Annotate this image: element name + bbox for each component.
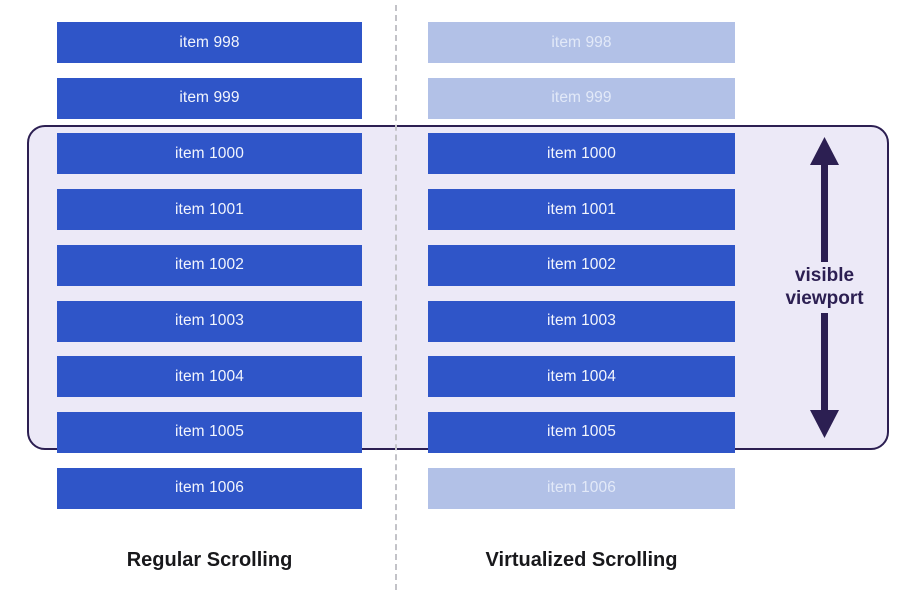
list-item[interactable]: item 1005 bbox=[57, 411, 362, 453]
list-item[interactable]: item 1003 bbox=[428, 300, 735, 342]
visible-viewport-label-line2: viewport bbox=[785, 287, 864, 309]
column-divider bbox=[395, 5, 397, 590]
list-item[interactable]: item 1002 bbox=[57, 244, 362, 286]
list-item[interactable]: item 1005 bbox=[428, 411, 735, 453]
regular-scrolling-caption: Regular Scrolling bbox=[126, 549, 293, 571]
list-item[interactable]: item 1006 bbox=[57, 467, 362, 509]
list-item[interactable]: item 1006 bbox=[428, 467, 735, 509]
list-item[interactable]: item 1004 bbox=[57, 356, 362, 398]
list-item[interactable]: item 999 bbox=[428, 77, 735, 119]
visible-viewport-annotation: visible viewport bbox=[760, 125, 889, 450]
list-item[interactable]: item 1003 bbox=[57, 300, 362, 342]
list-item[interactable]: item 1004 bbox=[428, 356, 735, 398]
visible-viewport-label: visible viewport bbox=[779, 262, 870, 313]
list-item[interactable]: item 998 bbox=[428, 22, 735, 63]
list-item[interactable]: item 999 bbox=[57, 77, 362, 119]
list-item[interactable]: item 1001 bbox=[57, 189, 362, 231]
list-item[interactable]: item 998 bbox=[57, 22, 362, 63]
list-item[interactable]: item 1002 bbox=[428, 244, 735, 286]
list-item[interactable]: item 1000 bbox=[428, 133, 735, 175]
list-item[interactable]: item 1001 bbox=[428, 189, 735, 231]
visible-viewport-label-line1: visible bbox=[794, 265, 855, 287]
virtualized-scrolling-caption: Virtualized Scrolling bbox=[485, 549, 678, 571]
list-item[interactable]: item 1000 bbox=[57, 133, 362, 175]
